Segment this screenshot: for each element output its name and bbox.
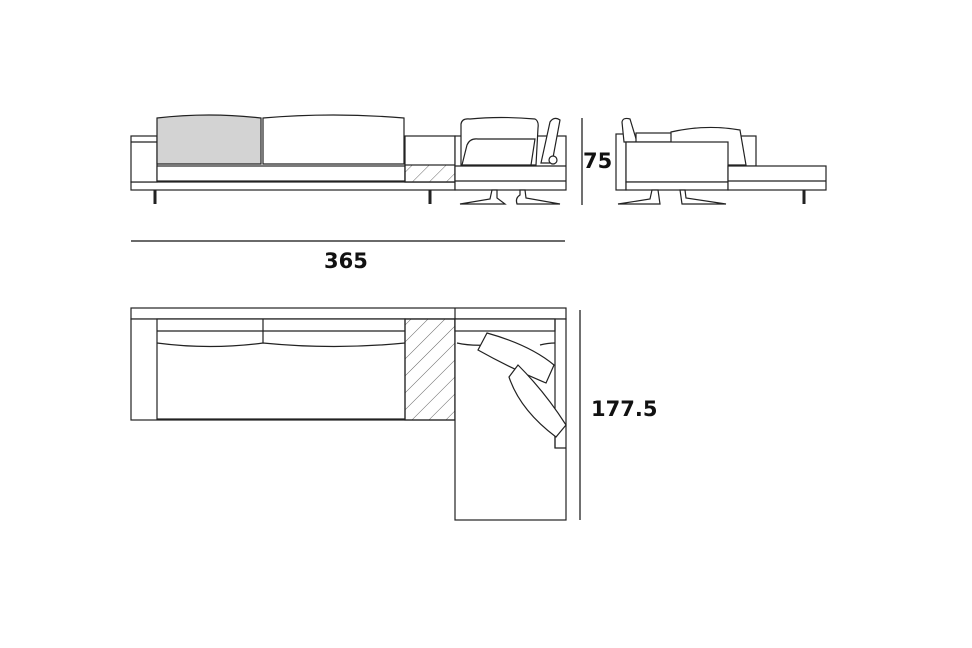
chaise-pillow	[540, 117, 561, 164]
front-base	[130, 181, 456, 191]
front-seat-cushion	[156, 165, 406, 182]
front-foot	[515, 189, 561, 205]
chaise-front-cushion	[461, 138, 536, 166]
back-cushion	[262, 114, 405, 165]
side-foot	[679, 189, 727, 205]
side-foot	[617, 189, 661, 205]
side-base	[625, 181, 729, 191]
plan-back-strip	[130, 307, 567, 320]
side-arm	[625, 141, 729, 183]
front-foot	[459, 189, 507, 205]
front-view	[130, 114, 567, 205]
side-view	[615, 117, 827, 205]
plan-chaise-cushion	[477, 332, 555, 384]
side-pillow	[621, 117, 638, 143]
back-cushion-highlighted	[156, 114, 262, 165]
plan-seat	[156, 318, 406, 420]
plan-chaise-pillow	[508, 364, 567, 438]
front-left-arm	[130, 135, 158, 183]
depth-dimension-label: 177.5	[591, 397, 658, 421]
width-dimension-label: 365	[324, 249, 368, 273]
side-chaise	[727, 165, 827, 191]
side-table-hatched	[404, 164, 456, 183]
plan-side-table-hatched	[404, 318, 456, 421]
plan-view	[130, 307, 567, 521]
height-dimension-label: 75	[583, 149, 613, 173]
